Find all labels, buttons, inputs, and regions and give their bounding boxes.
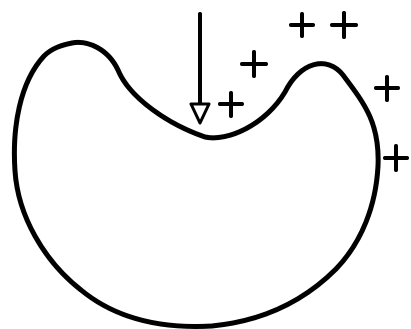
plus-sign-1: [240, 50, 268, 78]
plus-sign-5: [374, 75, 400, 102]
downward-arrow: [189, 12, 211, 125]
arrow-head: [189, 102, 211, 125]
plus-sign-4: [330, 11, 358, 39]
positive-charge-markers: [218, 11, 409, 172]
plus-sign-3: [289, 12, 315, 38]
plus-sign-6: [383, 144, 409, 172]
kidney-outline: [11, 39, 381, 329]
plus-sign-2: [218, 91, 244, 118]
